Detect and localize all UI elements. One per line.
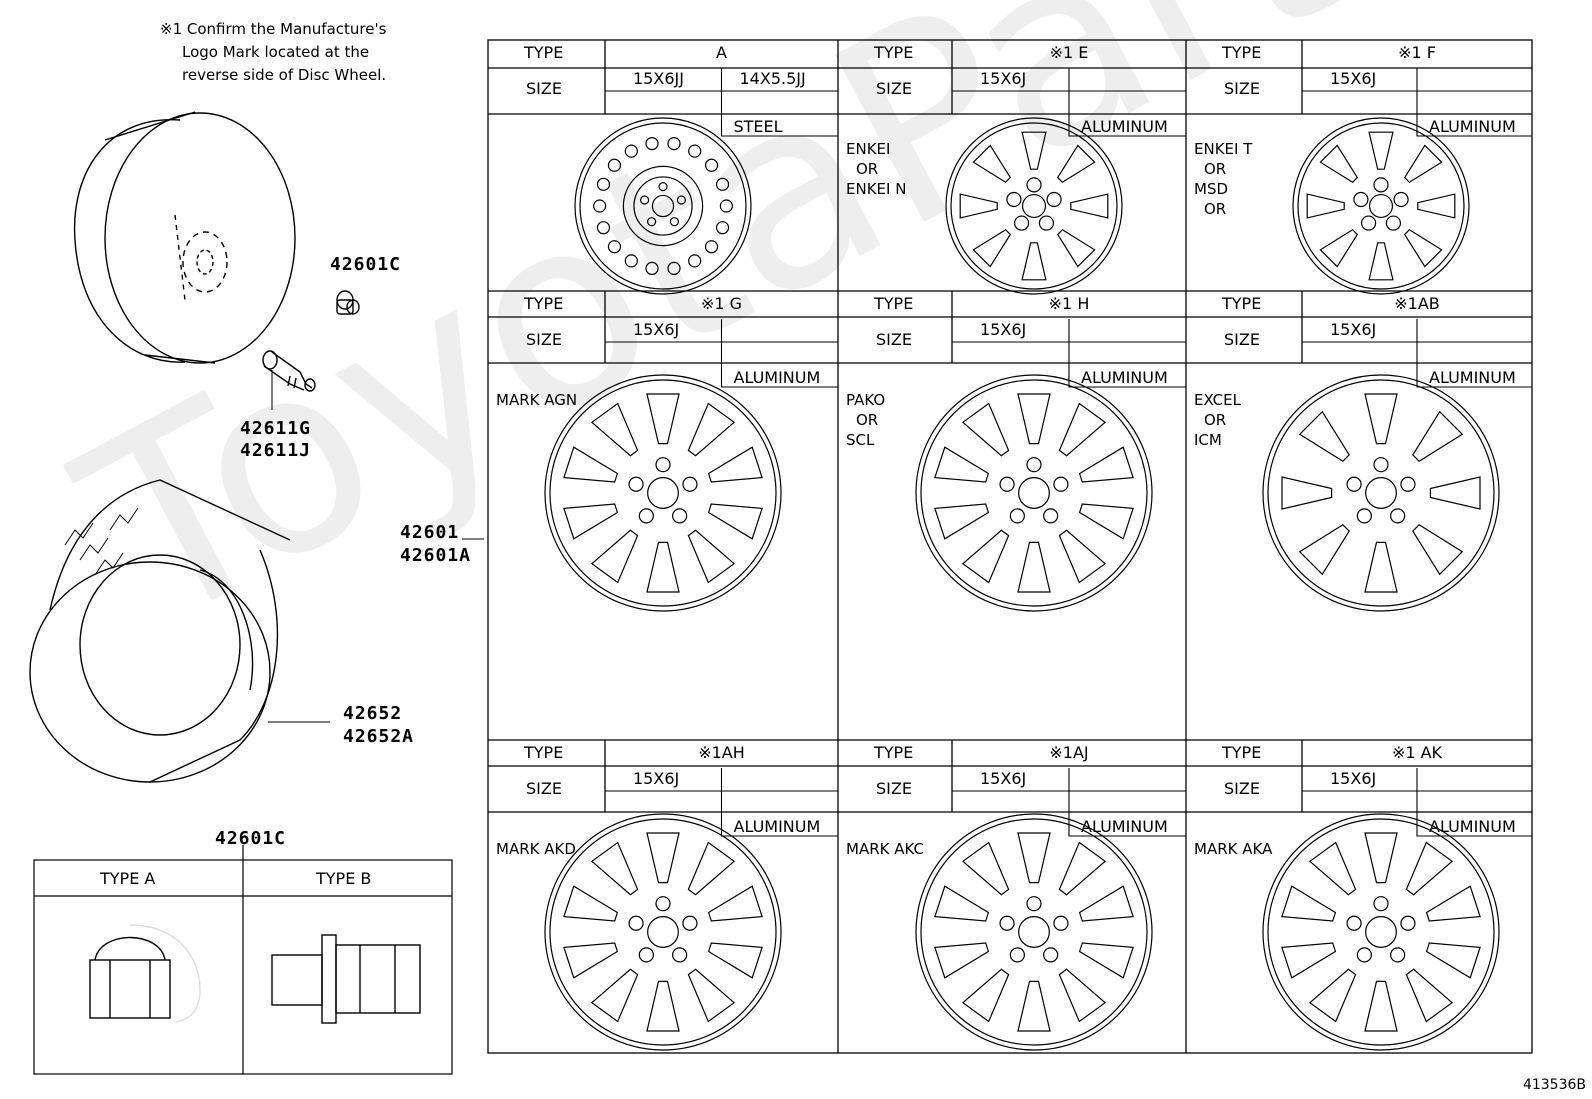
wheel-assembly-drawing [73, 111, 296, 364]
manufacturer-mark: ICM [1194, 431, 1222, 449]
size-label: SIZE [876, 330, 912, 349]
manufacturer-mark: OR [1204, 200, 1227, 218]
tire-drawing [29, 479, 291, 783]
wheel-type-value: ※1 AK [1391, 743, 1443, 762]
wheel-material: STEEL [733, 117, 783, 136]
size-label: SIZE [1224, 779, 1260, 798]
manufacturer-mark: OR [856, 160, 879, 178]
wheel-rim-drawing [574, 117, 752, 295]
size-label: SIZE [876, 779, 912, 798]
part-number-valve-2[interactable]: 42611J [240, 440, 312, 461]
part-number-nut[interactable]: 42601C [215, 828, 287, 849]
wheel-size-value: 15X6J [1330, 320, 1377, 339]
wheel-size-value: 15X6J [1330, 69, 1377, 88]
part-number-tire-2[interactable]: 42652A [343, 726, 415, 747]
manufacturer-mark: OR [856, 411, 879, 429]
wheel-size-value: 15X6J [980, 69, 1027, 88]
wheel-rim-drawing [915, 374, 1153, 612]
wheel-size-value: 15X6J [1330, 769, 1377, 788]
type-label: TYPE [874, 743, 914, 762]
wheel-rim-drawing [544, 813, 782, 1051]
wheel-type-value: ※1AB [1394, 294, 1440, 313]
manufacturer-mark: ENKEI [846, 140, 891, 158]
manufacturer-mark: ENKEI T [1194, 140, 1253, 158]
size-label: SIZE [526, 779, 562, 798]
size-label: SIZE [526, 330, 562, 349]
wheel-size-value: 15X6J [980, 320, 1027, 339]
type-label: TYPE [1222, 294, 1262, 313]
note-line-2: Logo Mark located at the [182, 43, 370, 61]
wheel-type-value: ※1 G [700, 294, 743, 313]
wheel-rim-drawing [1292, 117, 1470, 295]
type-label: TYPE [524, 43, 564, 62]
manufacturer-mark: MARK AKA [1194, 840, 1273, 858]
wheel-rim-drawing [945, 117, 1123, 295]
wheel-rim-drawing [915, 813, 1153, 1051]
nut-type-b-label: TYPE B [316, 869, 372, 888]
size-label: SIZE [1224, 330, 1260, 349]
wheel-type-value: ※1 F [1398, 43, 1436, 62]
wheel-material: ALUMINUM [733, 368, 821, 387]
size-label: SIZE [876, 79, 912, 98]
manufacturer-mark: MARK AGN [496, 391, 578, 409]
wheel-material: ALUMINUM [733, 817, 821, 836]
wheel-type-value: ※1 E [1049, 43, 1089, 62]
wheel-size-value: 15X6JJ [633, 69, 684, 88]
size-label: SIZE [1224, 79, 1260, 98]
part-number-wheel-2[interactable]: 42601A [400, 545, 472, 566]
wheel-material: ALUMINUM [1081, 117, 1168, 136]
wheel-rim-drawing [544, 374, 782, 612]
valve-stem-drawing [262, 350, 316, 392]
manufacturer-mark: EXCEL [1194, 391, 1241, 409]
nut-type-b-drawing [271, 934, 421, 1024]
manufacturer-mark: OR [1204, 160, 1227, 178]
part-number-valve-cap[interactable]: 42601C [330, 254, 402, 275]
wheel-material: ALUMINUM [1081, 368, 1168, 387]
wheel-table-frame [487, 39, 1533, 1054]
wheel-size-value: 15X6J [980, 769, 1027, 788]
manufacturer-mark: MARK AKC [846, 840, 924, 858]
wheel-type-value: ※1AH [698, 743, 745, 762]
size-label: SIZE [526, 79, 562, 98]
nut-type-a-drawing [89, 924, 201, 1023]
reference-note: ※1 Confirm the Manufacture's Logo Mark l… [160, 18, 386, 87]
wheel-type-value: ※1 H [1048, 294, 1090, 313]
wheel-material: ALUMINUM [1081, 817, 1168, 836]
manufacturer-mark: PAKO [846, 391, 886, 409]
manufacturer-mark: OR [1204, 411, 1227, 429]
part-number-tire-1[interactable]: 42652 [343, 703, 403, 724]
type-label: TYPE [524, 294, 564, 313]
type-label: TYPE [524, 743, 564, 762]
wheel-type-value: A [716, 43, 727, 62]
manufacturer-mark: SCL [846, 431, 875, 449]
type-label: TYPE [874, 43, 914, 62]
wheel-size-value: 15X6J [633, 320, 680, 339]
nut-table-frame [33, 845, 453, 1075]
wheel-material: ALUMINUM [1429, 117, 1516, 136]
wheel-material: ALUMINUM [1429, 817, 1516, 836]
wheel-size-value: 14X5.5JJ [739, 69, 806, 88]
note-line-1: ※1 Confirm the Manufacture's [160, 20, 387, 38]
part-number-wheel-1[interactable]: 42601 [400, 522, 460, 543]
note-line-3: reverse side of Disc Wheel. [182, 66, 387, 84]
wheel-rim-drawing [1262, 374, 1500, 612]
manufacturer-mark: MARK AKD [496, 840, 576, 858]
manufacturer-mark: MSD [1194, 180, 1229, 198]
wheel-size-value: 15X6J [633, 769, 680, 788]
part-number-valve-1[interactable]: 42611G [240, 418, 312, 439]
type-label: TYPE [1222, 43, 1262, 62]
wheel-rim-drawing [1262, 813, 1500, 1051]
type-label: TYPE [874, 294, 914, 313]
nut-type-a-label: TYPE A [100, 869, 156, 888]
diagram-code: 413536B [1522, 1077, 1586, 1093]
wheel-type-value: ※1AJ [1049, 743, 1089, 762]
type-label: TYPE [1222, 743, 1262, 762]
manufacturer-mark: ENKEI N [846, 180, 907, 198]
wheel-material: ALUMINUM [1429, 368, 1516, 387]
valve-cap-drawing [336, 290, 360, 315]
